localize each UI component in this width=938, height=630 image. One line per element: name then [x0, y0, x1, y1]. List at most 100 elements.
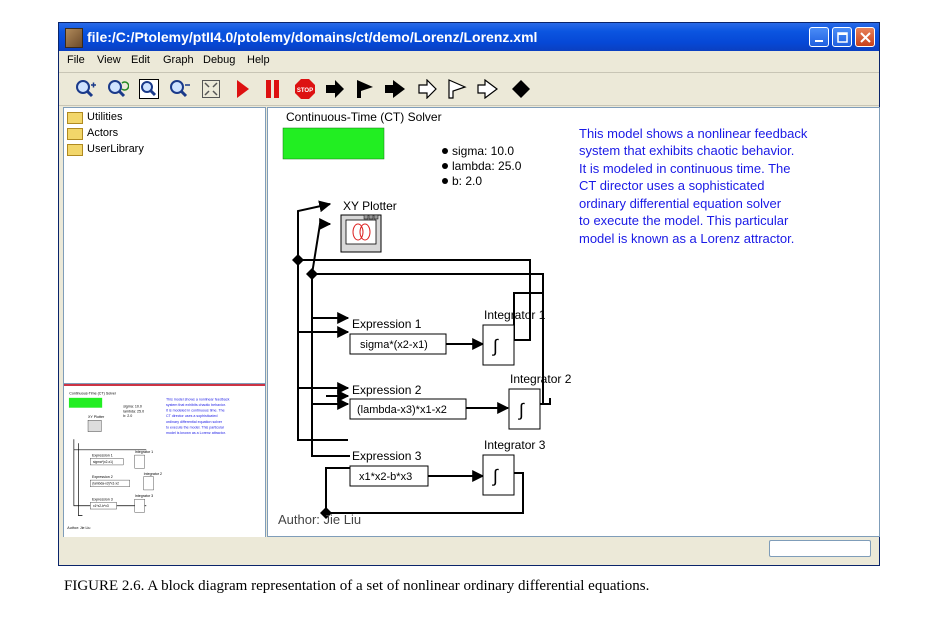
menu-help[interactable]: Help: [247, 54, 270, 66]
figure-caption: FIGURE 2.6. A block diagram representati…: [64, 578, 650, 594]
param-b[interactable]: b: 2.0: [452, 174, 482, 188]
annotation-line: CT director uses a sophisticated: [579, 178, 764, 193]
maximize-icon: [837, 32, 848, 43]
multiport-icon: [448, 79, 467, 99]
stop-button[interactable]: STOP: [295, 79, 315, 99]
integrator-3[interactable]: [482, 454, 515, 496]
annotation-line: It is modeled in continuous time. The: [579, 161, 791, 176]
folder-icon: [67, 112, 83, 124]
integral-icon: ∫: [491, 336, 499, 356]
param-lambda[interactable]: lambda: 25.0: [452, 159, 522, 173]
relation-diamond[interactable]: [292, 254, 304, 266]
input-port-icon: [357, 80, 373, 98]
output-port-icon: [385, 80, 405, 98]
port-button[interactable]: [325, 79, 345, 99]
relation-diamond[interactable]: [320, 507, 332, 519]
int2-label: Integrator 2: [510, 372, 572, 386]
graph-canvas[interactable]: Continuous-Time (CT) Solver sigma: 10.0 …: [267, 107, 880, 537]
expression-3[interactable]: [349, 465, 429, 487]
zoom-in-icon: [76, 80, 96, 98]
zoom-out-button[interactable]: [169, 79, 190, 99]
overview-expr-box: [90, 502, 117, 510]
run-button[interactable]: [233, 79, 253, 99]
zoom-reset-button[interactable]: [107, 79, 129, 99]
io-port-icon: [418, 79, 437, 99]
overview-int-box: [134, 454, 145, 469]
zoom-out-icon: [170, 80, 190, 98]
pause-button[interactable]: [263, 79, 283, 99]
input-port-button[interactable]: [355, 79, 375, 99]
menu-edit[interactable]: Edit: [131, 54, 150, 66]
folder-icon: [67, 144, 83, 156]
overview-plotter-box: [87, 420, 102, 432]
expr1-label: Expression 1: [352, 317, 422, 331]
library-item-label: UserLibrary: [87, 143, 144, 155]
expr3-value: x1*x2-b*x3: [359, 471, 412, 483]
zoom-reset-icon: [108, 80, 129, 98]
overview-viewport-line: [64, 384, 265, 386]
overview-note-line: This model shows a nonlinear feedback: [166, 397, 230, 401]
menu-file[interactable]: File: [67, 54, 85, 66]
overview-int-label: Integrator 2: [144, 472, 162, 476]
int1-label: Integrator 1: [484, 308, 546, 322]
menu-debug[interactable]: Debug: [203, 54, 236, 66]
relation-button[interactable]: [511, 79, 531, 99]
overview-expr-value: x1*x2-b*x3: [93, 504, 109, 508]
annotation-line: model is known as a Lorenz attractor.: [579, 231, 794, 246]
library-panel: Utilities Actors UserLibrary: [63, 107, 266, 384]
run-icon: [237, 80, 249, 98]
overview-param: sigma: 10.0: [123, 405, 142, 409]
overview-int-box: [134, 498, 145, 513]
zoom-in-button[interactable]: [75, 79, 96, 99]
author-label[interactable]: Author: Jie Liu: [278, 512, 361, 527]
multiport-button[interactable]: [447, 79, 467, 99]
io-port-button[interactable]: [417, 79, 437, 99]
stop-label: STOP: [297, 88, 313, 94]
maximize-button[interactable]: [832, 27, 852, 47]
zoom-fit-icon: [139, 79, 159, 99]
ct-director[interactable]: [282, 127, 385, 160]
minimize-button[interactable]: [809, 27, 829, 47]
overview-note-line: CT director uses a sophisticated: [166, 414, 218, 418]
full-screen-button[interactable]: [201, 79, 221, 99]
overview-int-label: Integrator 1: [135, 450, 153, 454]
expression-2[interactable]: [349, 398, 467, 420]
param-sigma[interactable]: sigma: 10.0: [452, 144, 514, 158]
overview-expr-box: [90, 479, 130, 487]
overview-note-line: to execute the model. This particular: [166, 425, 225, 429]
integrator-1[interactable]: [482, 324, 515, 366]
relation-diamond[interactable]: [306, 268, 318, 280]
overview-note-line: ordinary differential equation solver: [166, 420, 223, 424]
output-multiport-button[interactable]: [477, 79, 498, 99]
integrator-2[interactable]: [508, 388, 541, 430]
annotation-text[interactable]: This model shows a nonlinear feedback sy…: [579, 126, 808, 246]
expression-1[interactable]: [349, 333, 447, 355]
output-multiport-icon: [477, 79, 498, 99]
menu-view[interactable]: View: [97, 54, 121, 66]
menu-graph[interactable]: Graph: [163, 54, 194, 66]
overview-int-label: Integrator 3: [135, 494, 153, 498]
toolbar: STOP: [59, 72, 879, 106]
output-port-button[interactable]: [385, 79, 405, 99]
ptolemy-window: file:/C:/Ptolemy/ptII4.0/ptolemy/domains…: [58, 22, 880, 566]
library-item-label: Actors: [87, 127, 119, 139]
full-screen-icon: [202, 80, 220, 98]
pause-icon: [266, 80, 279, 98]
annotation-line: to execute the model. This particular: [579, 213, 789, 228]
overview-author: Author: Jie Liu: [67, 526, 90, 530]
annotation-line: ordinary differential equation solver: [579, 196, 782, 211]
zoom-fit-button[interactable]: [139, 79, 159, 99]
overview-panel[interactable]: Continuous-Time (CT) Solver sigma: 10.0 …: [63, 383, 266, 539]
stop-icon: STOP: [295, 79, 315, 99]
overview-expr-value: (lambda-x3)*x1-x2: [92, 482, 119, 486]
menu-bar: File View Edit Graph Debug Help: [59, 52, 879, 70]
close-button[interactable]: [855, 27, 875, 47]
window-title: file:/C:/Ptolemy/ptII4.0/ptolemy/domains…: [87, 29, 538, 45]
overview-expr-label: Expression 3: [92, 497, 113, 501]
relation-icon: [512, 80, 530, 98]
title-bar[interactable]: file:/C:/Ptolemy/ptII4.0/ptolemy/domains…: [59, 23, 879, 51]
port-icon: [326, 80, 344, 98]
library-item-label: Utilities: [87, 111, 123, 123]
xy-plotter[interactable]: [340, 214, 382, 253]
expr2-label: Expression 2: [352, 383, 422, 397]
